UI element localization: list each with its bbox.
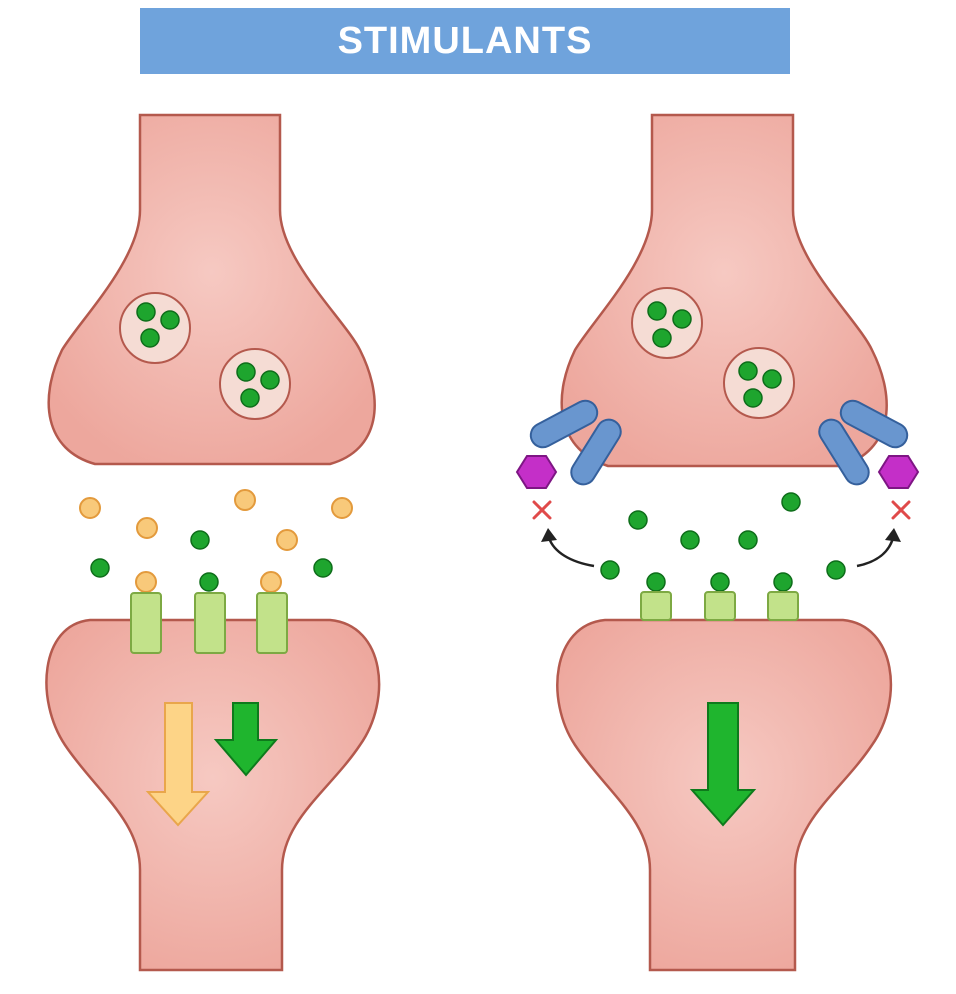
right-transporter	[818, 399, 909, 486]
receptor-icon	[767, 591, 799, 621]
blocker-hexagon-icon	[877, 455, 920, 489]
title-banner-bg	[140, 8, 790, 74]
signal-arrow-orange-icon	[145, 702, 211, 827]
right-vesicle-1	[631, 287, 703, 359]
neurotransmitter-icon	[313, 558, 333, 578]
neurotransmitter-icon	[680, 530, 700, 550]
right-presynaptic-terminal	[560, 113, 888, 468]
stimulant-molecule-icon	[234, 489, 256, 511]
neurotransmitter-icon	[646, 572, 666, 592]
neurotransmitter-icon	[600, 560, 620, 580]
stimulant-molecule-icon	[331, 497, 353, 519]
left-receptors	[130, 592, 288, 654]
receptor-icon	[130, 592, 162, 654]
neurotransmitter-icon	[190, 530, 210, 550]
left-vesicle-1	[119, 292, 191, 364]
left-synapse	[45, 113, 381, 972]
neurotransmitter-icon	[781, 492, 801, 512]
neurotransmitter-icon	[710, 572, 730, 592]
left-stimulant-molecules	[79, 489, 353, 593]
right-receptors	[640, 591, 799, 621]
receptor-icon	[194, 592, 226, 654]
neurotransmitter-icon	[826, 560, 846, 580]
transporter-icon	[570, 418, 622, 486]
signal-arrow-green-icon	[213, 702, 279, 777]
stimulant-molecule-icon	[79, 497, 101, 519]
receptor-icon	[256, 592, 288, 654]
transporter-icon	[839, 399, 909, 449]
blocker-hexagon-icon	[515, 455, 558, 489]
neurotransmitter-icon	[773, 572, 793, 592]
receptor-icon	[704, 591, 736, 621]
page-title: STIMULANTS	[337, 19, 593, 62]
stimulant-molecule-icon	[260, 571, 282, 593]
neurotransmitter-icon	[90, 558, 110, 578]
neurotransmitter-icon	[738, 530, 758, 550]
stimulant-molecule-icon	[136, 517, 158, 539]
block-x-icon	[532, 500, 552, 520]
neurotransmitter-icon	[199, 572, 219, 592]
left-vesicle-2	[219, 348, 291, 420]
right-vesicle-2	[723, 347, 795, 419]
left-neurotransmitters	[90, 530, 333, 592]
reuptake-arrow-icon	[541, 528, 595, 568]
receptor-icon	[640, 591, 672, 621]
transporter-icon	[818, 418, 870, 486]
signal-arrow-green-icon	[689, 702, 757, 827]
stimulant-molecule-icon	[276, 529, 298, 551]
stimulant-molecule-icon	[135, 571, 157, 593]
transporter-icon	[529, 399, 599, 449]
neurotransmitter-icon	[628, 510, 648, 530]
right-neurotransmitters	[600, 492, 846, 592]
left-postsynaptic-terminal	[45, 618, 381, 972]
block-x-icon	[891, 500, 911, 520]
reuptake-arrow-icon	[856, 528, 901, 568]
left-presynaptic-terminal	[47, 113, 376, 466]
left-transporter	[529, 399, 622, 486]
right-synapse	[515, 113, 920, 972]
